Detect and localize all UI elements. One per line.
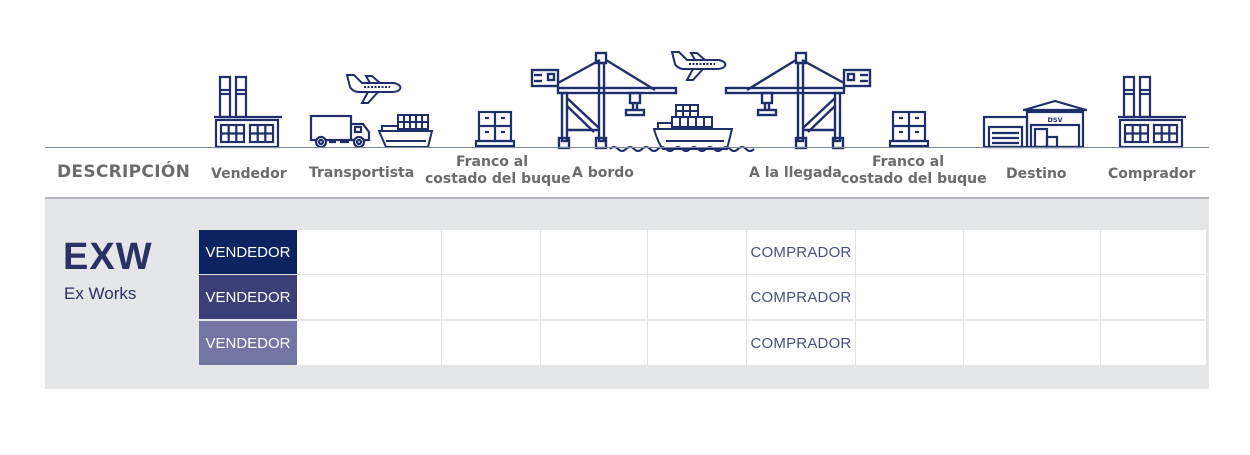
buyer-cell: COMPRADOR	[747, 321, 856, 365]
cargo-ship-icon	[377, 113, 434, 149]
empty-cell	[442, 275, 541, 319]
seller-cell: VENDEDOR	[199, 230, 297, 274]
empty-cell	[297, 275, 442, 319]
empty-cell	[297, 321, 442, 365]
buyer-cell: COMPRADOR	[747, 275, 856, 319]
description-header: DESCRIPCIÓN	[57, 162, 191, 182]
empty-cell	[442, 230, 541, 274]
empty-cell	[297, 230, 442, 274]
empty-cell	[964, 321, 1101, 365]
header-bottom-divider	[45, 197, 1209, 199]
header-line-2: costado del buque	[425, 171, 571, 187]
column-header-vendedor: Vendedor	[211, 166, 287, 182]
column-header-transportista: Transportista	[309, 165, 415, 181]
empty-cell	[856, 230, 964, 274]
warehouse-icon: DSV	[982, 99, 1089, 149]
incoterm-code: EXW	[63, 236, 153, 278]
port-crane-icon	[722, 50, 872, 150]
empty-cell	[1101, 230, 1207, 274]
factory-icon	[212, 75, 284, 149]
empty-cell	[648, 230, 747, 274]
header-line-2: costado del buque	[841, 171, 987, 187]
factory-icon	[1116, 75, 1188, 149]
airplane-icon	[669, 50, 729, 82]
header-top-divider	[45, 147, 1209, 148]
column-header-destino: Destino	[1006, 166, 1067, 182]
header-line-1: Franco al	[871, 154, 945, 170]
svg-text:DSV: DSV	[1047, 116, 1062, 124]
container-ship-icon	[609, 103, 760, 157]
empty-cell	[442, 321, 541, 365]
pallet-boxes-icon	[474, 110, 516, 148]
empty-cell	[964, 230, 1101, 274]
empty-cell	[964, 275, 1101, 319]
empty-cell	[541, 321, 648, 365]
empty-cell	[541, 275, 648, 319]
empty-cell	[856, 321, 964, 365]
airplane-icon	[344, 73, 404, 105]
empty-cell	[1101, 275, 1207, 319]
empty-cell	[648, 321, 747, 365]
column-header-a-la-llegada: A la llegada	[749, 165, 842, 181]
column-header-fas-origin: Franco al costado del buque	[425, 154, 571, 188]
empty-cell	[1101, 321, 1207, 365]
column-header-fas-dest: Franco al costado del buque	[841, 154, 987, 188]
seller-cell: VENDEDOR	[199, 275, 297, 319]
empty-cell	[648, 275, 747, 319]
truck-icon	[309, 114, 373, 149]
buyer-cell: COMPRADOR	[747, 230, 856, 274]
empty-cell	[541, 230, 648, 274]
header-line-1: Franco al	[455, 154, 529, 170]
seller-cell: VENDEDOR	[199, 321, 297, 365]
empty-cell	[856, 275, 964, 319]
port-crane-icon	[530, 50, 680, 150]
column-header-a-bordo: A bordo	[572, 165, 634, 181]
column-header-comprador: Comprador	[1108, 166, 1196, 182]
incoterm-name: Ex Works	[64, 284, 137, 303]
pallet-boxes-icon	[888, 110, 930, 148]
